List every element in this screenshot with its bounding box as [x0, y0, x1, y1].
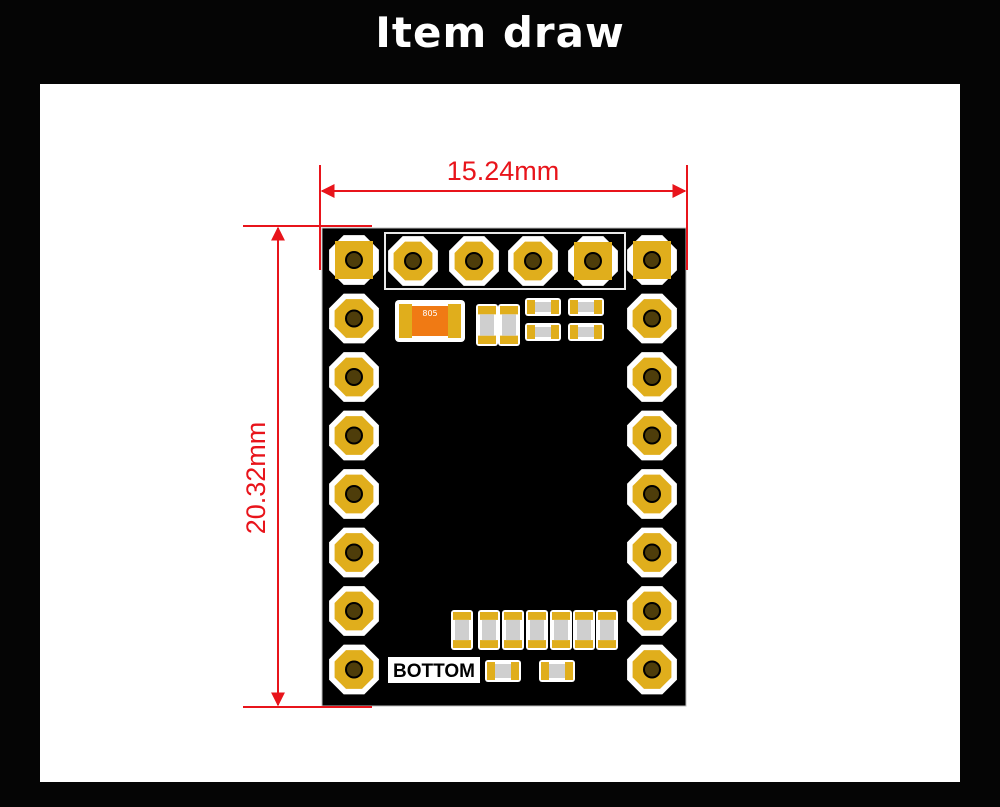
pin-pad-icon — [329, 586, 379, 636]
smd-resistor-icon — [502, 610, 524, 650]
square-pad-icon — [568, 236, 618, 286]
pin-pad-icon — [627, 469, 677, 519]
smd-resistor-icon — [539, 660, 575, 682]
square-pad-icon — [329, 235, 379, 285]
right-pin-column — [627, 235, 677, 695]
smd-resistor-icon — [525, 298, 561, 316]
pin-pad-icon — [508, 236, 558, 286]
smd-components — [451, 298, 618, 682]
ic-area — [385, 355, 625, 605]
pin-pad-icon — [329, 293, 379, 344]
smd-resistor-icon — [451, 610, 473, 650]
pin-pad-icon — [329, 410, 379, 461]
smd-capacitor-icon: 805 — [395, 300, 465, 342]
smd-resistor-icon — [550, 610, 572, 650]
pin-pad-icon — [388, 236, 438, 286]
pin-pad-icon — [329, 469, 379, 519]
smd-resistor-icon — [498, 304, 520, 346]
left-pin-column — [329, 235, 379, 695]
bottom-silkscreen-label: BOTTOM — [393, 661, 475, 682]
smd-resistor-icon — [526, 610, 548, 650]
pin-pad-icon — [627, 527, 677, 578]
top-header-outline — [384, 232, 626, 290]
capacitor-label: 805 — [422, 309, 437, 318]
bottom-label-bg — [388, 657, 480, 683]
smd-resistor-icon — [525, 323, 561, 341]
pin-pad-icon — [329, 352, 379, 402]
page-title: Item draw — [375, 8, 625, 57]
height-label: 20.32mm — [241, 422, 271, 535]
smd-resistor-icon — [485, 660, 521, 682]
smd-resistor-icon — [568, 323, 604, 341]
pin-pad-icon — [627, 352, 677, 402]
pin-pad-icon — [627, 410, 677, 461]
pin-pad-icon — [329, 644, 379, 695]
pin-pad-icon — [449, 236, 499, 286]
smd-resistor-icon — [568, 298, 604, 316]
smd-resistor-icon — [478, 610, 500, 650]
smd-resistor-icon — [596, 610, 618, 650]
smd-resistor-icon — [573, 610, 595, 650]
pin-pad-icon — [627, 293, 677, 344]
pin-pad-icon — [627, 644, 677, 695]
pin-pad-icon — [329, 527, 379, 578]
top-pin-row — [388, 236, 618, 286]
width-label: 15.24mm — [447, 156, 560, 186]
square-pad-icon — [627, 235, 677, 285]
pin-pad-icon — [627, 586, 677, 636]
smd-resistor-icon — [476, 304, 498, 346]
pcb-white-frame — [321, 227, 687, 707]
